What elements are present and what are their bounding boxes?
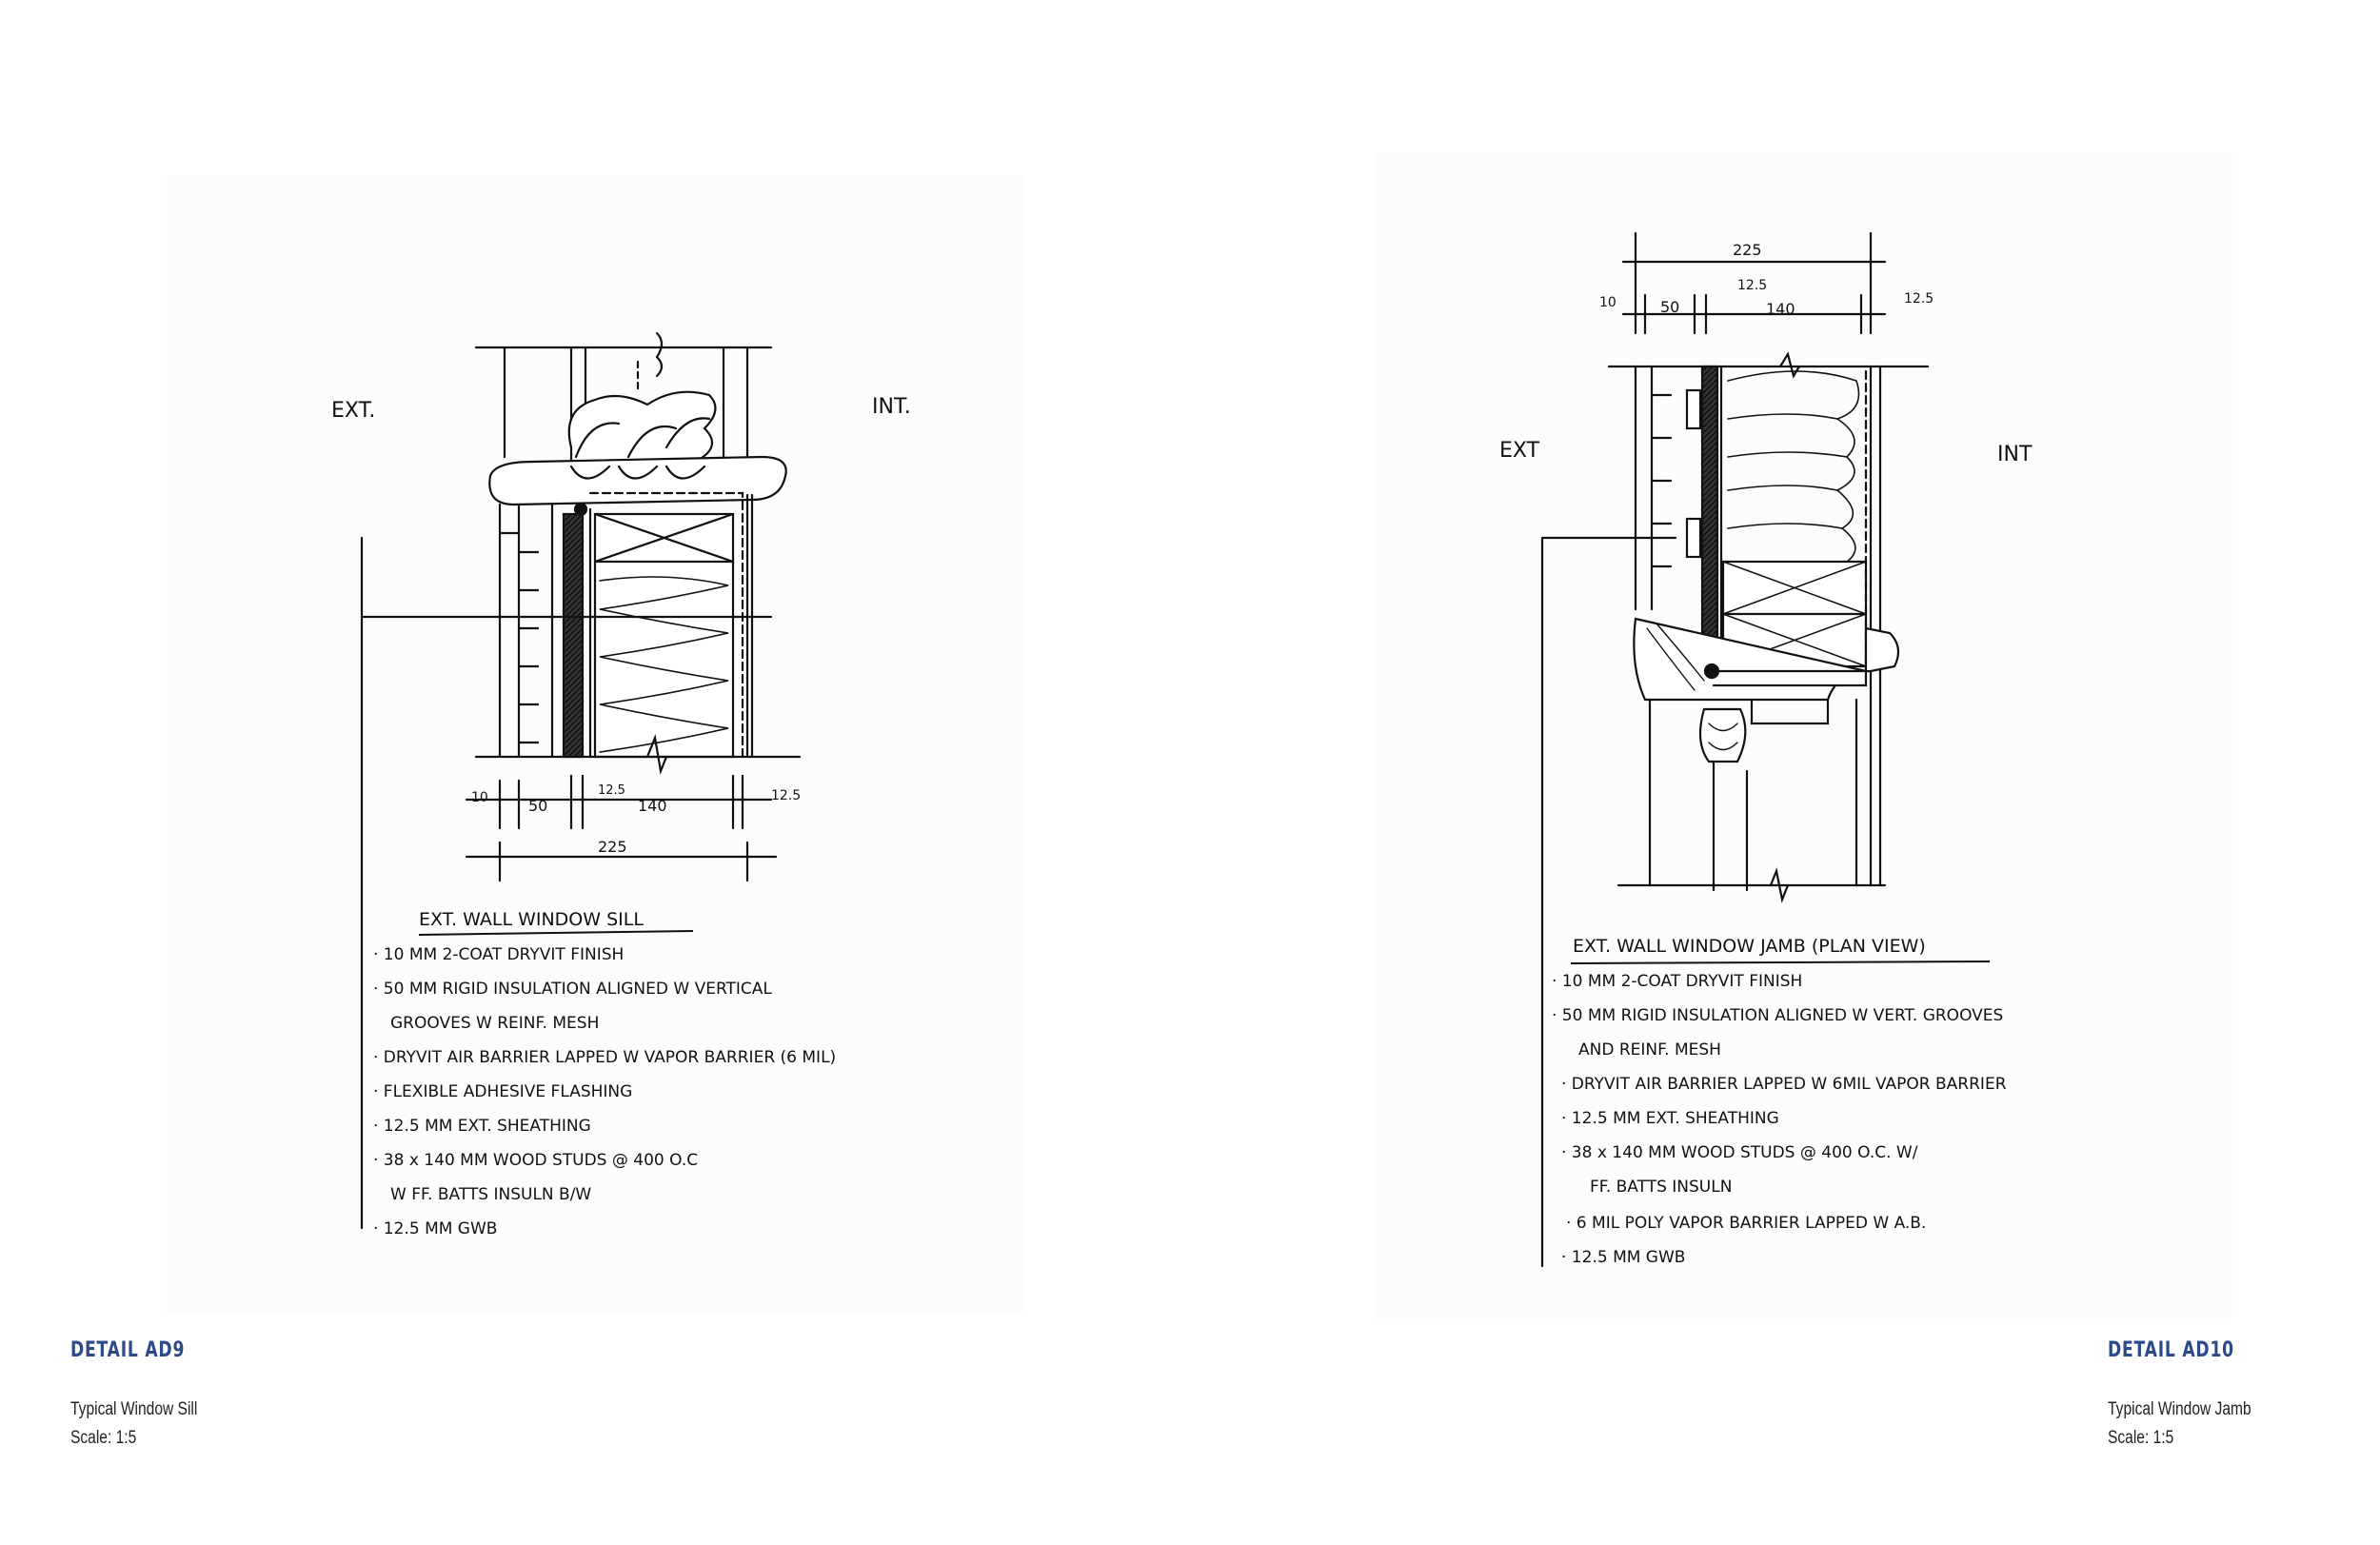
list-item: · FLEXIBLE ADHESIVE FLASHING (373, 1082, 632, 1101)
list-item: · DRYVIT AIR BARRIER LAPPED W 6MIL VAPOR… (1561, 1075, 2007, 1094)
jamb-notes-list: · 10 MM 2-COAT DRYVIT FINISH · 50 MM RIG… (1552, 972, 2007, 1267)
list-item: · 6 MIL POLY VAPOR BARRIER LAPPED W A.B. (1566, 1214, 1926, 1233)
sill-notes-title: EXT. WALL WINDOW SILL (419, 909, 644, 930)
jamb-dim-10: 10 (1599, 295, 1616, 310)
sill-notes-title-underline (418, 930, 694, 936)
left-caption-title: DETAIL AD9 (70, 1338, 186, 1362)
list-item: · 50 MM RIGID INSULATION ALIGNED W VERTI… (373, 980, 772, 999)
right-paper-panel (1376, 152, 2232, 1318)
list-item: FF. BATTS INSULN (1590, 1178, 1732, 1197)
list-item: · 12.5 MM GWB (1561, 1248, 1685, 1267)
list-item: · 38 x 140 MM WOOD STUDS @ 400 O.C (373, 1151, 698, 1170)
jamb-notes-title-underline (1570, 961, 1991, 964)
jamb-int-label: INT (1997, 443, 2033, 466)
list-item: GROOVES W REINF. MESH (390, 1014, 599, 1033)
sill-dim-50: 50 (528, 797, 547, 815)
list-item: · 12.5 MM GWB (373, 1219, 497, 1238)
left-caption-name: Typical Window Sill (70, 1399, 198, 1419)
list-item: W FF. BATTS INSULN B/W (390, 1185, 591, 1204)
list-item: · 50 MM RIGID INSULATION ALIGNED W VERT.… (1552, 1006, 2003, 1025)
sill-ext-label: EXT. (331, 399, 375, 423)
list-item: AND REINF. MESH (1578, 1040, 1721, 1060)
sill-int-label: INT. (872, 395, 911, 419)
list-item: · 38 x 140 MM WOOD STUDS @ 400 O.C. W/ (1561, 1143, 1918, 1162)
left-caption-scale: Scale: 1:5 (70, 1428, 137, 1448)
sill-dim-225: 225 (598, 838, 627, 856)
list-item: · DRYVIT AIR BARRIER LAPPED W VAPOR BARR… (373, 1048, 836, 1067)
jamb-dim-12-5-b: 12.5 (1904, 291, 1934, 307)
jamb-dim-50: 50 (1660, 298, 1679, 316)
list-item: · 12.5 MM EXT. SHEATHING (1561, 1109, 1779, 1128)
sill-dim-10: 10 (471, 790, 488, 805)
list-item: · 10 MM 2-COAT DRYVIT FINISH (373, 945, 624, 964)
right-caption-name: Typical Window Jamb (2108, 1399, 2251, 1419)
jamb-ext-label: EXT (1499, 439, 1540, 463)
sill-dim-140: 140 (638, 797, 667, 815)
right-caption-title: DETAIL AD10 (2108, 1338, 2234, 1362)
jamb-dim-12-5-a: 12.5 (1737, 278, 1767, 293)
jamb-dim-140: 140 (1766, 300, 1795, 318)
sill-notes-list: · 10 MM 2-COAT DRYVIT FINISH · 50 MM RIG… (373, 945, 836, 1238)
list-item: · 10 MM 2-COAT DRYVIT FINISH (1552, 972, 1802, 991)
sill-section-drawing (360, 331, 802, 1230)
right-caption-scale: Scale: 1:5 (2108, 1428, 2174, 1448)
sill-dim-12-5-a: 12.5 (598, 783, 625, 798)
jamb-notes-title: EXT. WALL WINDOW JAMB (PLAN VIEW) (1573, 936, 1926, 957)
list-item: · 12.5 MM EXT. SHEATHING (373, 1117, 591, 1136)
sill-dim-12-5-b: 12.5 (771, 788, 801, 803)
jamb-dim-225: 225 (1733, 241, 1762, 259)
jamb-section-drawing (1540, 231, 1930, 1268)
